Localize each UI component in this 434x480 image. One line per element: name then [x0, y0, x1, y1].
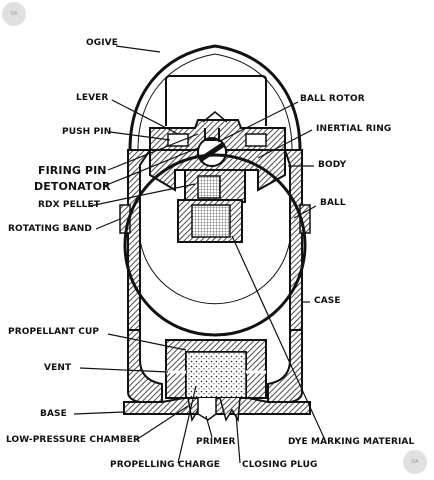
label-ball: BALL	[320, 198, 346, 208]
label-detonator: DETONATOR	[34, 180, 111, 193]
watermark-bottom-right: DA	[411, 459, 419, 465]
label-push-pin: PUSH PIN	[62, 127, 112, 137]
label-inertial-ring: INERTIAL RING	[316, 124, 392, 134]
label-vent: VENT	[44, 363, 72, 373]
case-right	[267, 329, 303, 403]
case-left	[127, 329, 163, 403]
rdx-pellet	[197, 175, 221, 199]
label-propelling-charge: PROPELLING CHARGE	[110, 460, 221, 470]
label-low-pressure-chamber: LOW-PRESSURE CHAMBER	[6, 435, 141, 445]
label-propellant-cup: PROPELLANT CUP	[8, 327, 100, 337]
ogive-window	[165, 75, 267, 126]
label-dye-marking-material: DYE MARKING MATERIAL	[288, 437, 415, 447]
closing-plug	[219, 397, 241, 423]
label-rdx-pellet: RDX PELLET	[38, 200, 100, 210]
label-primer: PRIMER	[196, 437, 236, 447]
label-closing-plug: CLOSING PLUG	[242, 460, 318, 470]
firing-pin	[204, 128, 220, 141]
base-plate	[123, 397, 311, 415]
ogive-inner	[137, 53, 293, 151]
watermark-top-left: DA	[10, 11, 18, 17]
label-body: BODY	[318, 160, 347, 170]
label-ogive: OGIVE	[86, 38, 118, 48]
label-base: BASE	[40, 409, 67, 419]
leader-lines	[73, 45, 326, 464]
dye-marking-material	[191, 204, 231, 238]
label-rotating-band: ROTATING BAND	[8, 224, 92, 234]
ball	[123, 153, 307, 337]
propelling-charge	[185, 351, 247, 399]
body-right-wall	[283, 149, 303, 331]
label-case: CASE	[314, 296, 341, 306]
label-ball-rotor: BALL ROTOR	[300, 94, 365, 104]
label-lever: LEVER	[76, 93, 109, 103]
ogive-shell	[128, 44, 302, 151]
primer	[197, 398, 217, 421]
label-firing-pin: FIRING PIN	[38, 164, 107, 177]
